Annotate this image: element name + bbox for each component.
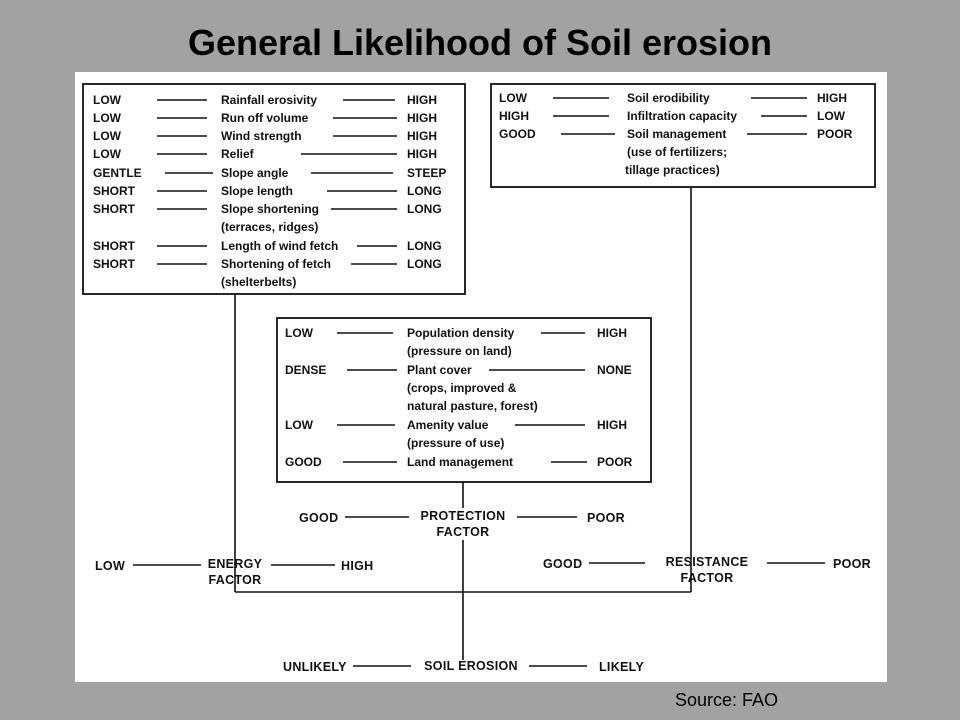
resistance-row-high: HIGH bbox=[817, 91, 847, 105]
protection-row-note: (crops, improved & bbox=[407, 381, 517, 395]
energy-row-label: Slope angle bbox=[221, 166, 289, 180]
resistance-row-high: LOW bbox=[817, 109, 846, 123]
energy-rows: LOW Rainfall erosivity HIGH LOW Run off … bbox=[93, 93, 446, 289]
protection-rows: LOW Population density HIGH (pressure on… bbox=[285, 326, 633, 469]
resistance-variables-box bbox=[490, 83, 876, 188]
resistance-row-label: Soil management bbox=[627, 127, 726, 141]
energy-row-label: Shortening of fetch bbox=[221, 257, 331, 271]
resistance-row-low: LOW bbox=[499, 91, 528, 105]
resistance-row-note: tillage practices) bbox=[625, 163, 720, 177]
energy-row-low: LOW bbox=[93, 147, 122, 161]
energy-row-high: STEEP bbox=[407, 166, 446, 180]
protection-row-label: Population density bbox=[407, 326, 515, 340]
resistance-factor-title: RESISTANCE bbox=[666, 555, 749, 569]
energy-row-high: LONG bbox=[407, 202, 442, 216]
protection-row-high: POOR bbox=[597, 455, 633, 469]
energy-row-label: Slope shortening bbox=[221, 202, 319, 216]
energy-factor-left: LOW bbox=[95, 559, 125, 573]
resistance-factor: GOOD RESISTANCE FACTOR POOR bbox=[543, 555, 871, 585]
soil-erosion-right: LIKELY bbox=[599, 660, 644, 674]
protection-row-note: (pressure of use) bbox=[407, 436, 504, 450]
protection-variables-box bbox=[276, 317, 652, 483]
protection-row-high: HIGH bbox=[597, 326, 627, 340]
protection-factor-subtitle: FACTOR bbox=[437, 525, 490, 539]
resistance-row-low: GOOD bbox=[499, 127, 536, 141]
energy-row-low: LOW bbox=[93, 111, 122, 125]
resistance-row-label: Soil erodibility bbox=[627, 91, 710, 105]
protection-row-label: Plant cover bbox=[407, 363, 472, 377]
energy-row-high: LONG bbox=[407, 184, 442, 198]
resistance-row-note: (use of fertilizers; bbox=[627, 145, 727, 159]
protection-row-low: LOW bbox=[285, 326, 314, 340]
page-title: General Likelihood of Soil erosion bbox=[187, 22, 773, 63]
protection-row-label: Land management bbox=[407, 455, 513, 469]
resistance-row-high: POOR bbox=[817, 127, 853, 141]
diagram-canvas: LOW Rainfall erosivity HIGH LOW Run off … bbox=[82, 83, 876, 674]
energy-row-low: LOW bbox=[93, 129, 122, 143]
protection-row-high: NONE bbox=[597, 363, 632, 377]
energy-row-high: HIGH bbox=[407, 129, 437, 143]
resistance-factor-left: GOOD bbox=[543, 557, 582, 571]
protection-row-note: natural pasture, forest) bbox=[407, 399, 538, 413]
energy-factor-title: ENERGY bbox=[208, 557, 263, 571]
protection-factor-left: GOOD bbox=[299, 511, 338, 525]
energy-row-label: Slope length bbox=[221, 184, 293, 198]
energy-row-label: Wind strength bbox=[221, 129, 302, 143]
energy-row-high: LONG bbox=[407, 257, 442, 271]
protection-row-low: LOW bbox=[285, 418, 314, 432]
energy-row-low: SHORT bbox=[93, 239, 136, 253]
protection-row-low: DENSE bbox=[285, 363, 326, 377]
protection-factor-right: POOR bbox=[587, 511, 625, 525]
energy-factor: LOW ENERGY FACTOR HIGH bbox=[95, 557, 373, 587]
energy-row-label: Relief bbox=[221, 147, 255, 161]
energy-row-label: Length of wind fetch bbox=[221, 239, 338, 253]
protection-row-high: HIGH bbox=[597, 418, 627, 432]
energy-row-low: SHORT bbox=[93, 202, 136, 216]
soil-erosion: UNLIKELY SOIL EROSION LIKELY bbox=[283, 659, 644, 674]
protection-row-label: Amenity value bbox=[407, 418, 489, 432]
energy-row-low: LOW bbox=[93, 93, 122, 107]
energy-row-label: Rainfall erosivity bbox=[221, 93, 317, 107]
energy-row-high: HIGH bbox=[407, 111, 437, 125]
diagram-panel: LOW Rainfall erosivity HIGH LOW Run off … bbox=[75, 72, 887, 682]
source-credit: Source: FAO bbox=[675, 690, 779, 710]
resistance-rows: LOW Soil erodibility HIGH HIGH Infiltrat… bbox=[499, 91, 853, 177]
resistance-row-label: Infiltration capacity bbox=[627, 109, 737, 123]
protection-factor-title: PROTECTION bbox=[421, 509, 506, 523]
resistance-factor-right: POOR bbox=[833, 557, 871, 571]
energy-row-note: (terraces, ridges) bbox=[221, 220, 318, 234]
soil-erosion-title: SOIL EROSION bbox=[424, 659, 518, 673]
protection-factor: GOOD PROTECTION FACTOR POOR bbox=[299, 509, 625, 539]
energy-row-note: (shelterbelts) bbox=[221, 275, 296, 289]
energy-row-high: LONG bbox=[407, 239, 442, 253]
resistance-factor-subtitle: FACTOR bbox=[681, 571, 734, 585]
soil-erosion-left: UNLIKELY bbox=[283, 660, 347, 674]
resistance-row-low: HIGH bbox=[499, 109, 529, 123]
protection-row-low: GOOD bbox=[285, 455, 322, 469]
energy-variables-box bbox=[82, 83, 466, 295]
energy-row-low: SHORT bbox=[93, 257, 136, 271]
energy-row-high: HIGH bbox=[407, 147, 437, 161]
energy-row-high: HIGH bbox=[407, 93, 437, 107]
energy-row-label: Run off volume bbox=[221, 111, 309, 125]
protection-row-note: (pressure on land) bbox=[407, 344, 512, 358]
energy-factor-subtitle: FACTOR bbox=[209, 573, 262, 587]
energy-factor-right: HIGH bbox=[341, 559, 373, 573]
energy-row-low: GENTLE bbox=[93, 166, 142, 180]
energy-row-low: SHORT bbox=[93, 184, 136, 198]
